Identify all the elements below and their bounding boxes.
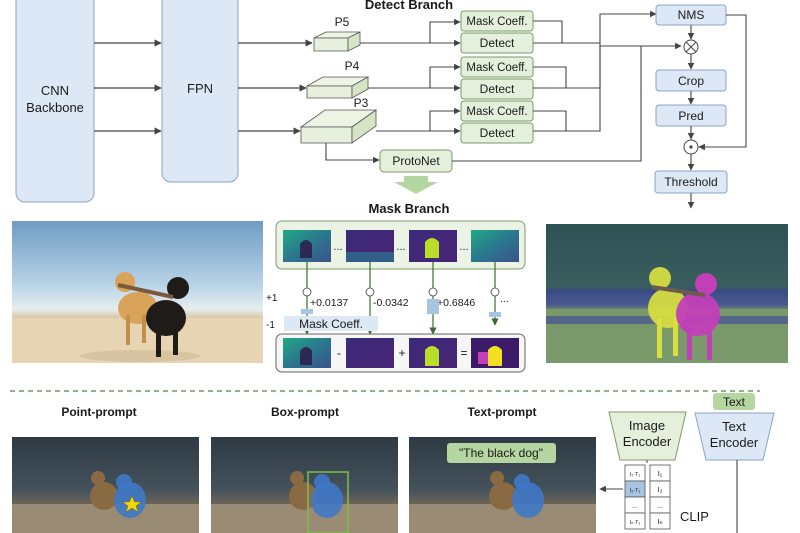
heads-to-nms-connectors	[533, 10, 682, 132]
text-prompt-bubble	[447, 443, 556, 463]
p5-feature-map	[313, 31, 361, 52]
matrix-left-4: Iₙ·T₁	[630, 520, 641, 526]
weighted-mask-2	[346, 338, 394, 368]
image-encoder-block	[608, 411, 687, 461]
combine-cross-icon	[683, 39, 699, 55]
mask-coeff-tag-label: Mask Coeff.	[299, 317, 363, 331]
matrix-right-2: I₂	[658, 485, 663, 494]
detect-head-p3	[460, 122, 534, 144]
mask-coeff-label-p4: Mask Coeff.	[466, 62, 527, 74]
p4-label: P4	[345, 59, 360, 73]
mask-branch-title: Mask Branch	[369, 201, 450, 216]
text-input-tag-label: Text	[723, 395, 746, 409]
text-prompt-image	[409, 437, 596, 533]
proto-ellipsis-2: ...	[396, 241, 405, 253]
linear-combination-panel	[275, 333, 526, 373]
arrow-p3-protonet	[325, 143, 380, 164]
point-prompt-star-icon	[122, 495, 142, 513]
p3-label: P3	[354, 96, 369, 110]
coefficient-1: +0.0137	[310, 297, 348, 309]
prototype-mask-4	[471, 230, 519, 262]
coefficient-multiply-nodes	[302, 287, 500, 297]
pred-label: Pred	[678, 109, 703, 123]
arrow-protonet-combine	[452, 45, 681, 162]
point-prompt-image	[12, 437, 199, 533]
dot-product-icon	[683, 139, 699, 155]
coefficient-2: -0.0342	[373, 297, 409, 309]
image-encoder-label-1: Image	[629, 418, 665, 433]
matrix-left-1: I₁·T₁	[630, 472, 641, 478]
op-equals: =	[460, 346, 467, 360]
text-prompt-title: Text-prompt	[467, 405, 536, 419]
detect-label-p4: Detect	[480, 82, 515, 96]
prototype-masks	[283, 230, 519, 262]
op-plus: +	[398, 346, 405, 360]
box-prompt-image	[211, 437, 398, 533]
weighted-masks	[283, 338, 519, 368]
segmentation-output	[546, 224, 788, 363]
coefficient-3: +0.6846	[437, 297, 475, 309]
scale-plus-one: +1	[266, 293, 278, 304]
matrix-right-1: I₁	[658, 469, 663, 478]
coefficient-4: ...	[500, 293, 509, 305]
detect-label-p5: Detect	[480, 36, 515, 50]
scale-minus-one: -1	[266, 320, 275, 331]
detect-branch-title: Detect Branch	[365, 0, 453, 12]
cnn-backbone-label-1: CNN	[41, 83, 69, 98]
matrix-left-2: I₂·T₁	[630, 488, 641, 494]
text-encoder-block	[694, 412, 775, 461]
proto-ellipsis-1: ...	[333, 241, 342, 253]
head-connectors	[360, 18, 461, 135]
box-prompt-rectangle	[307, 471, 349, 533]
clip-label: CLIP	[680, 509, 709, 524]
text-prompt-value: "The black dog"	[459, 446, 543, 460]
protonet-to-mask-arrow	[394, 176, 438, 194]
mask-coeff-label-p3: Mask Coeff.	[466, 106, 527, 118]
fpn-block	[161, 0, 239, 183]
protonet-label: ProtoNet	[392, 154, 440, 168]
arrow-nms-dot-feedback	[698, 14, 747, 151]
matrix-left-3: ...	[632, 503, 638, 510]
text-encoder-label-1: Text	[722, 419, 746, 434]
proto-ellipsis-3: ...	[459, 241, 468, 253]
p5-label: P5	[335, 15, 350, 29]
detect-label-p3: Detect	[480, 126, 515, 140]
cnn-backbone-label-2: Backbone	[26, 100, 84, 115]
point-prompt-title: Point-prompt	[61, 405, 136, 419]
clip-similarity-matrix	[624, 464, 671, 530]
text-input-tag	[713, 393, 755, 410]
input-photo-dogs-beach	[12, 221, 263, 363]
mask-coeff-tag	[284, 316, 378, 331]
image-encoder-label-2: Encoder	[623, 434, 672, 449]
fpn-label: FPN	[187, 81, 213, 96]
matrix-right-3: ...	[657, 503, 663, 510]
prototype-masks-panel	[275, 220, 526, 270]
threshold-label: Threshold	[664, 175, 717, 189]
detect-heads	[460, 10, 534, 144]
cnn-backbone-block	[15, 0, 95, 203]
mask-coeff-label-p5: Mask Coeff.	[466, 16, 527, 28]
p4-feature-map	[305, 76, 370, 99]
nms-label: NMS	[678, 8, 705, 22]
detect-head-p4	[460, 78, 534, 100]
crop-label: Crop	[678, 74, 704, 88]
text-encoder-label-2: Encoder	[710, 435, 759, 450]
matrix-right-4: Iₙ	[657, 517, 662, 526]
op-minus: -	[337, 346, 341, 360]
box-prompt-title: Box-prompt	[271, 405, 339, 419]
p3-feature-map	[299, 109, 378, 144]
